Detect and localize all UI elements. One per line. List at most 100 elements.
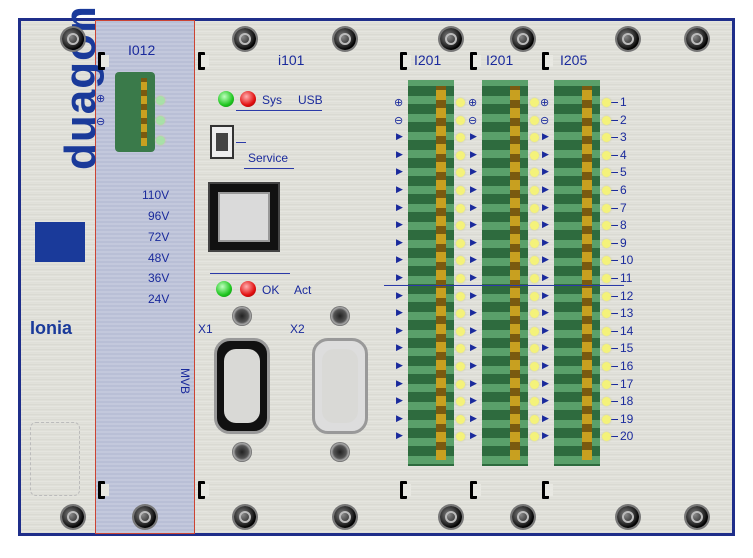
ethernet-port-icon[interactable] — [208, 182, 280, 252]
screw-icon — [512, 28, 534, 50]
channel-leader-line — [608, 330, 618, 332]
bracket-icon — [542, 52, 553, 70]
channel-lamp-icon — [602, 133, 611, 143]
input-arrow-icon: ▶ — [542, 430, 549, 441]
channel-number: 10 — [620, 253, 634, 268]
channel-lamp-icon — [602, 238, 611, 248]
channel-lamp-icon — [602, 98, 611, 107]
terminal-block-icon[interactable] — [482, 80, 528, 466]
usb-port-icon[interactable] — [210, 125, 234, 159]
channel-lamp-icon — [456, 98, 465, 107]
channel-lamp-icon — [530, 274, 539, 283]
channel-leader-line — [608, 401, 618, 403]
channel-lamp-icon — [530, 98, 539, 107]
act-led-icon — [240, 281, 256, 297]
channel-lamp-icon — [602, 379, 611, 389]
input-arrow-icon: ▶ — [396, 272, 403, 282]
channel-lamp-icon — [530, 309, 539, 319]
channel-number: 14 — [620, 323, 634, 338]
x2-label: X2 — [290, 322, 305, 336]
input-arrow-icon: ▶ — [470, 324, 477, 335]
bracket-icon — [98, 481, 109, 499]
channel-lamp-icon — [602, 309, 611, 319]
input-arrow-icon: ▶ — [396, 342, 403, 353]
voltage-label: 48V — [148, 251, 170, 265]
lan-underline — [210, 273, 290, 274]
group-divider — [384, 285, 624, 286]
channel-lamp-icon — [530, 133, 539, 143]
input-arrow-icon: ▶ — [470, 184, 477, 194]
screw-icon — [334, 506, 356, 528]
input-arrow-icon: ▶ — [542, 219, 549, 230]
minus-icon: ⊖ — [96, 116, 106, 128]
channel-number: 16 — [620, 359, 634, 373]
input-arrow-icon: ▶ — [542, 166, 549, 177]
minus-icon: ⊖ — [468, 115, 478, 127]
channel-lamp-icon — [530, 203, 539, 213]
bracket-icon — [198, 52, 209, 70]
ok-led-icon — [216, 281, 232, 297]
input-arrow-icon: ▶ — [396, 412, 403, 423]
channel-lamp-icon — [456, 186, 465, 195]
channel-lamp-icon — [530, 326, 539, 336]
channel-lamp-icon — [602, 274, 611, 283]
psu-lamp-icon — [156, 96, 165, 105]
bracket-icon — [198, 481, 209, 499]
input-arrow-icon: ▶ — [542, 377, 549, 388]
screw-icon — [62, 506, 84, 528]
input-arrow-icon: ▶ — [470, 131, 477, 142]
channel-leader-line — [608, 207, 618, 209]
service-label: Service — [248, 151, 289, 165]
screw-icon — [686, 506, 708, 528]
channel-leader-line — [608, 313, 618, 315]
input-arrow-icon: ▶ — [396, 360, 403, 370]
channel-lamp-icon — [456, 379, 465, 389]
io-module-title: I205 — [560, 52, 588, 68]
bracket-icon — [470, 52, 481, 70]
usb-leader-line — [236, 142, 246, 143]
voltage-label: 96V — [148, 209, 170, 223]
channel-lamp-icon — [530, 379, 539, 389]
standoff-icon — [232, 306, 252, 326]
psu-terminal-block-icon — [115, 72, 155, 152]
input-arrow-icon: ▶ — [470, 360, 477, 370]
channel-lamp-icon — [602, 291, 611, 301]
channel-lamp-icon — [602, 362, 611, 371]
sys-led-icon — [218, 91, 234, 107]
bracket-icon — [542, 481, 553, 499]
channel-number: 9 — [620, 235, 627, 250]
input-arrow-icon: ▶ — [542, 236, 549, 247]
input-arrow-icon: ▶ — [396, 324, 403, 335]
dsub-connector-icon[interactable] — [214, 338, 270, 434]
channel-lamp-icon — [530, 362, 539, 371]
channel-leader-line — [608, 260, 618, 262]
psu-lamp-icon — [156, 116, 165, 125]
input-arrow-icon: ▶ — [470, 219, 477, 230]
channel-lamp-icon — [456, 133, 465, 143]
input-arrow-icon: ▶ — [396, 219, 403, 230]
input-arrow-icon: ▶ — [470, 377, 477, 388]
dsub-connector-icon[interactable] — [312, 338, 368, 434]
input-arrow-icon: ▶ — [542, 131, 549, 142]
x1-label: X1 — [198, 322, 213, 336]
channel-lamp-icon — [530, 414, 539, 424]
channel-number: 2 — [620, 112, 627, 127]
screw-icon — [334, 28, 356, 50]
io-module-title: I201 — [486, 52, 514, 68]
terminal-block-icon[interactable] — [554, 80, 600, 466]
input-arrow-icon: ▶ — [470, 201, 477, 212]
input-arrow-icon: ▶ — [542, 324, 549, 335]
terminal-block-icon[interactable] — [408, 80, 454, 466]
input-arrow-icon: ▶ — [396, 131, 403, 142]
standoff-icon — [330, 306, 350, 326]
channel-number: 3 — [620, 130, 627, 145]
channel-leader-line — [608, 295, 618, 297]
channel-leader-line — [608, 119, 618, 121]
plus-icon: ⊕ — [394, 97, 404, 109]
input-arrow-icon: ▶ — [396, 254, 403, 265]
input-arrow-icon: ▶ — [470, 412, 477, 423]
input-arrow-icon: ▶ — [542, 412, 549, 423]
input-arrow-icon: ▶ — [396, 201, 403, 212]
input-arrow-icon: ▶ — [542, 360, 549, 370]
screw-icon — [62, 28, 84, 50]
